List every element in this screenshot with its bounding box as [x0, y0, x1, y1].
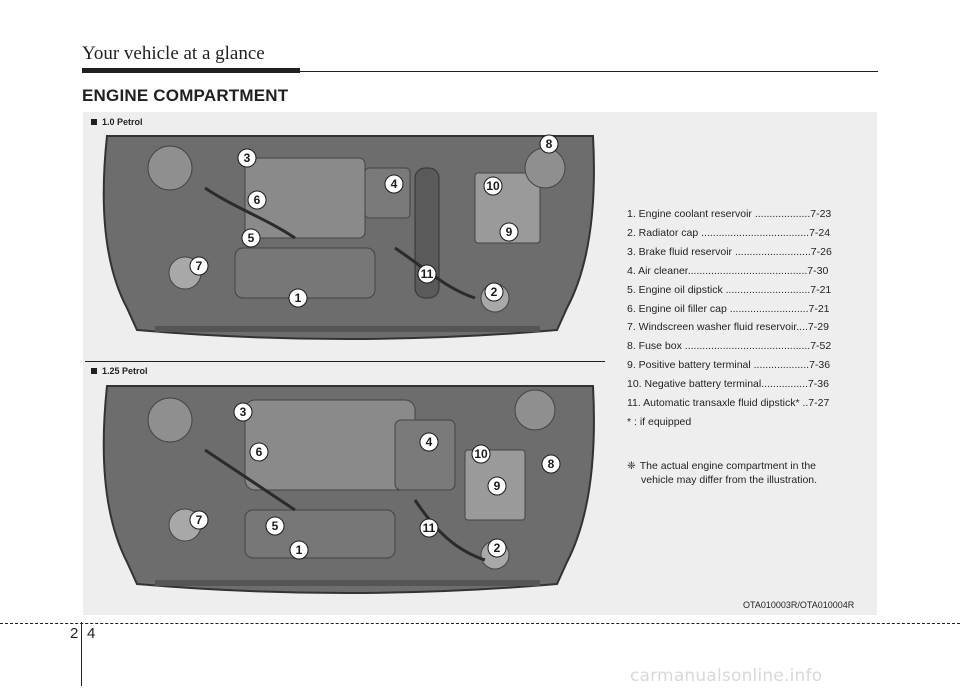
legend-item: 1. Engine coolant reservoir ............… [627, 208, 832, 220]
note-symbol-icon: ❈ [627, 460, 636, 472]
callout-number: 4 [391, 177, 398, 191]
legend-item: 2. Radiator cap ........................… [627, 226, 831, 239]
page-index-number: 4 [87, 625, 96, 642]
square-bullet-icon [91, 119, 97, 125]
callout-number: 1 [295, 291, 302, 305]
callout-number: 3 [240, 405, 247, 419]
page-number-divider [81, 622, 82, 686]
variant-label-2: 1.25 Petrol [91, 366, 148, 376]
callout-marker [541, 454, 561, 474]
callout-marker [288, 288, 308, 308]
note-line-2: vehicle may differ from the illustration… [641, 474, 818, 486]
legend-item: 8. Fuse box ............................… [627, 340, 832, 353]
callout-marker [384, 174, 404, 194]
callout-number: 2 [491, 285, 498, 299]
callout-number: 2 [494, 541, 501, 555]
callout-marker [419, 432, 439, 452]
header-title: Your vehicle at a glance [82, 43, 265, 64]
callout-number: 1 [296, 543, 303, 557]
callout-group: 3 6 5 7 1 4 11 2 8 10 9 [189, 134, 559, 308]
callout-marker [419, 518, 439, 538]
callout-marker [247, 190, 267, 210]
callout-group: 3 6 7 5 1 4 11 10 8 9 2 [189, 402, 561, 560]
legend-item: 9. Positive battery terminal ...........… [627, 359, 831, 372]
callout-number: 3 [244, 151, 251, 165]
engine-illustration-1: 3 6 5 7 1 4 11 2 8 10 9 [102, 134, 595, 340]
legend-item: 3. Brake fluid reservoir ...............… [627, 245, 832, 258]
figure-code: OTA010003R/OTA010004R [743, 600, 855, 610]
callout-number: 7 [196, 513, 203, 527]
callout-marker [241, 228, 261, 248]
variant-label-1: 1.0 Petrol [91, 117, 143, 127]
callout-marker [249, 442, 269, 462]
callout-marker [189, 256, 209, 276]
callout-marker [289, 540, 309, 560]
square-bullet-icon [91, 368, 97, 374]
callout-marker [237, 148, 257, 168]
header-rule-thick [82, 68, 300, 73]
section-heading: ENGINE COMPARTMENT [82, 86, 289, 105]
callout-marker [487, 538, 507, 558]
callout-marker [233, 402, 253, 422]
legend-item: 4. Air cleaner..........................… [627, 264, 829, 277]
callout-number: 11 [423, 521, 436, 535]
legend-list: 1. Engine coolant reservoir ............… [627, 205, 887, 432]
legend-item: 11. Automatic transaxle fluid dipstick* … [627, 397, 830, 410]
callout-marker [539, 134, 559, 154]
callout-number: 5 [272, 519, 279, 533]
callout-marker [417, 264, 437, 284]
panel-divider [85, 361, 605, 362]
legend-item: 10. Negative battery terminal...........… [627, 378, 829, 391]
callout-number: 8 [546, 137, 553, 151]
engine-illustration-2: 3 6 7 5 1 4 11 10 8 9 2 [102, 385, 595, 594]
callout-number: 9 [506, 225, 513, 239]
callout-marker [189, 510, 209, 530]
callout-number: 6 [254, 193, 261, 207]
callout-marker [484, 282, 504, 302]
callout-number: 10 [474, 447, 488, 461]
callout-marker [487, 476, 507, 496]
legend-item: 7. Windscreen washer fluid reservoir....… [627, 321, 829, 334]
callout-number: 10 [486, 179, 500, 193]
variant-label-text: 1.25 Petrol [102, 366, 148, 376]
note-line-1: The actual engine compartment in the [639, 460, 817, 472]
callout-number: 8 [548, 457, 555, 471]
illustration-note: ❈ The actual engine compartment in the v… [627, 459, 867, 487]
variant-label-text: 1.0 Petrol [102, 117, 143, 127]
page-chapter-number: 2 [70, 625, 79, 642]
callout-number: 11 [421, 267, 434, 281]
callout-marker [471, 444, 491, 464]
callout-number: 9 [494, 479, 501, 493]
callout-number: 4 [426, 435, 433, 449]
callout-marker [499, 222, 519, 242]
callout-marker [265, 516, 285, 536]
callout-number: 6 [256, 445, 263, 459]
footer-rule [0, 623, 960, 624]
callout-number: 5 [248, 231, 255, 245]
legend-item: 6. Engine oil filler cap ...............… [627, 302, 830, 315]
watermark: carmanualsonline.info [630, 666, 823, 686]
legend-footnote: * : if equipped [627, 415, 692, 428]
legend-item: 5. Engine oil dipstick .................… [627, 283, 832, 296]
callout-number: 7 [196, 259, 203, 273]
header-rule-thin [300, 71, 878, 72]
callout-marker [483, 176, 503, 196]
